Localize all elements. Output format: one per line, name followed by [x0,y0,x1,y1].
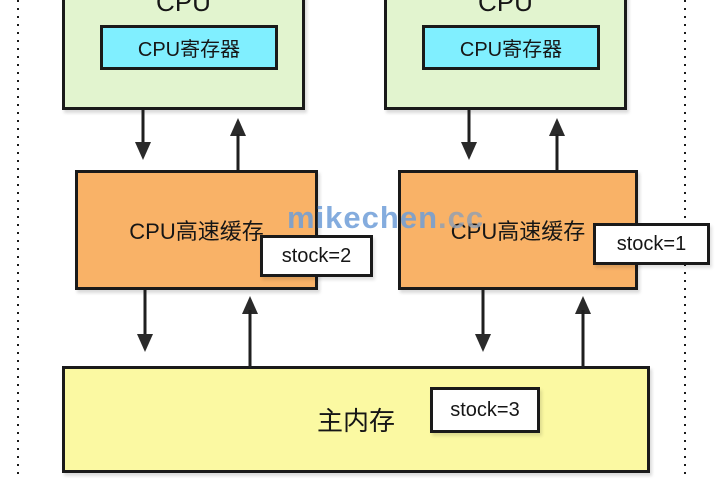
arrow-cache-right-to-memory-down [475,290,491,368]
arrowhead-down-icon [475,334,491,352]
arrowhead-up-icon [242,296,258,314]
cpu-register-left-box: CPU寄存器 [100,25,278,70]
cpu-cache-left-label: CPU高速缓存 [129,219,264,244]
arrow-cache-left-to-memory-down [137,290,153,368]
arrow-cache-left-to-cpu-up [230,110,246,170]
cpu-left-box: CPU CPU寄存器 [62,0,305,110]
cpu-right-title: CPU [478,0,533,17]
arrowhead-down-icon [137,334,153,352]
cpu-left-title: CPU [156,0,211,17]
dashed-border-left [17,0,19,480]
arrow-memory-to-cache-right-up [575,290,591,368]
arrowhead-down-icon [135,142,151,160]
cpu-right-box: CPU CPU寄存器 [384,0,627,110]
arrowhead-up-icon [549,118,565,136]
stock-value-cache-left: stock=2 [260,235,373,277]
stock-value-memory: stock=3 [430,387,540,433]
cpu-register-right-label: CPU寄存器 [459,39,563,61]
arrow-cache-right-to-cpu-up [549,110,565,170]
cpu-cache-right-label: CPU高速缓存 [450,219,586,244]
arrowhead-up-icon [230,118,246,136]
arrowhead-down-icon [461,142,477,160]
main-memory-box: 主内存 [62,366,650,473]
main-memory-label: 主内存 [316,406,395,436]
cpu-register-right-box: CPU寄存器 [422,25,600,70]
arrow-cpu-right-to-cache-down [461,110,477,170]
arrow-cpu-left-to-cache-down [135,110,151,170]
arrowhead-up-icon [575,296,591,314]
stock-value-cache-right: stock=1 [593,223,710,265]
cpu-register-left-label: CPU寄存器 [137,39,241,61]
arrow-memory-to-cache-left-up [242,290,258,368]
